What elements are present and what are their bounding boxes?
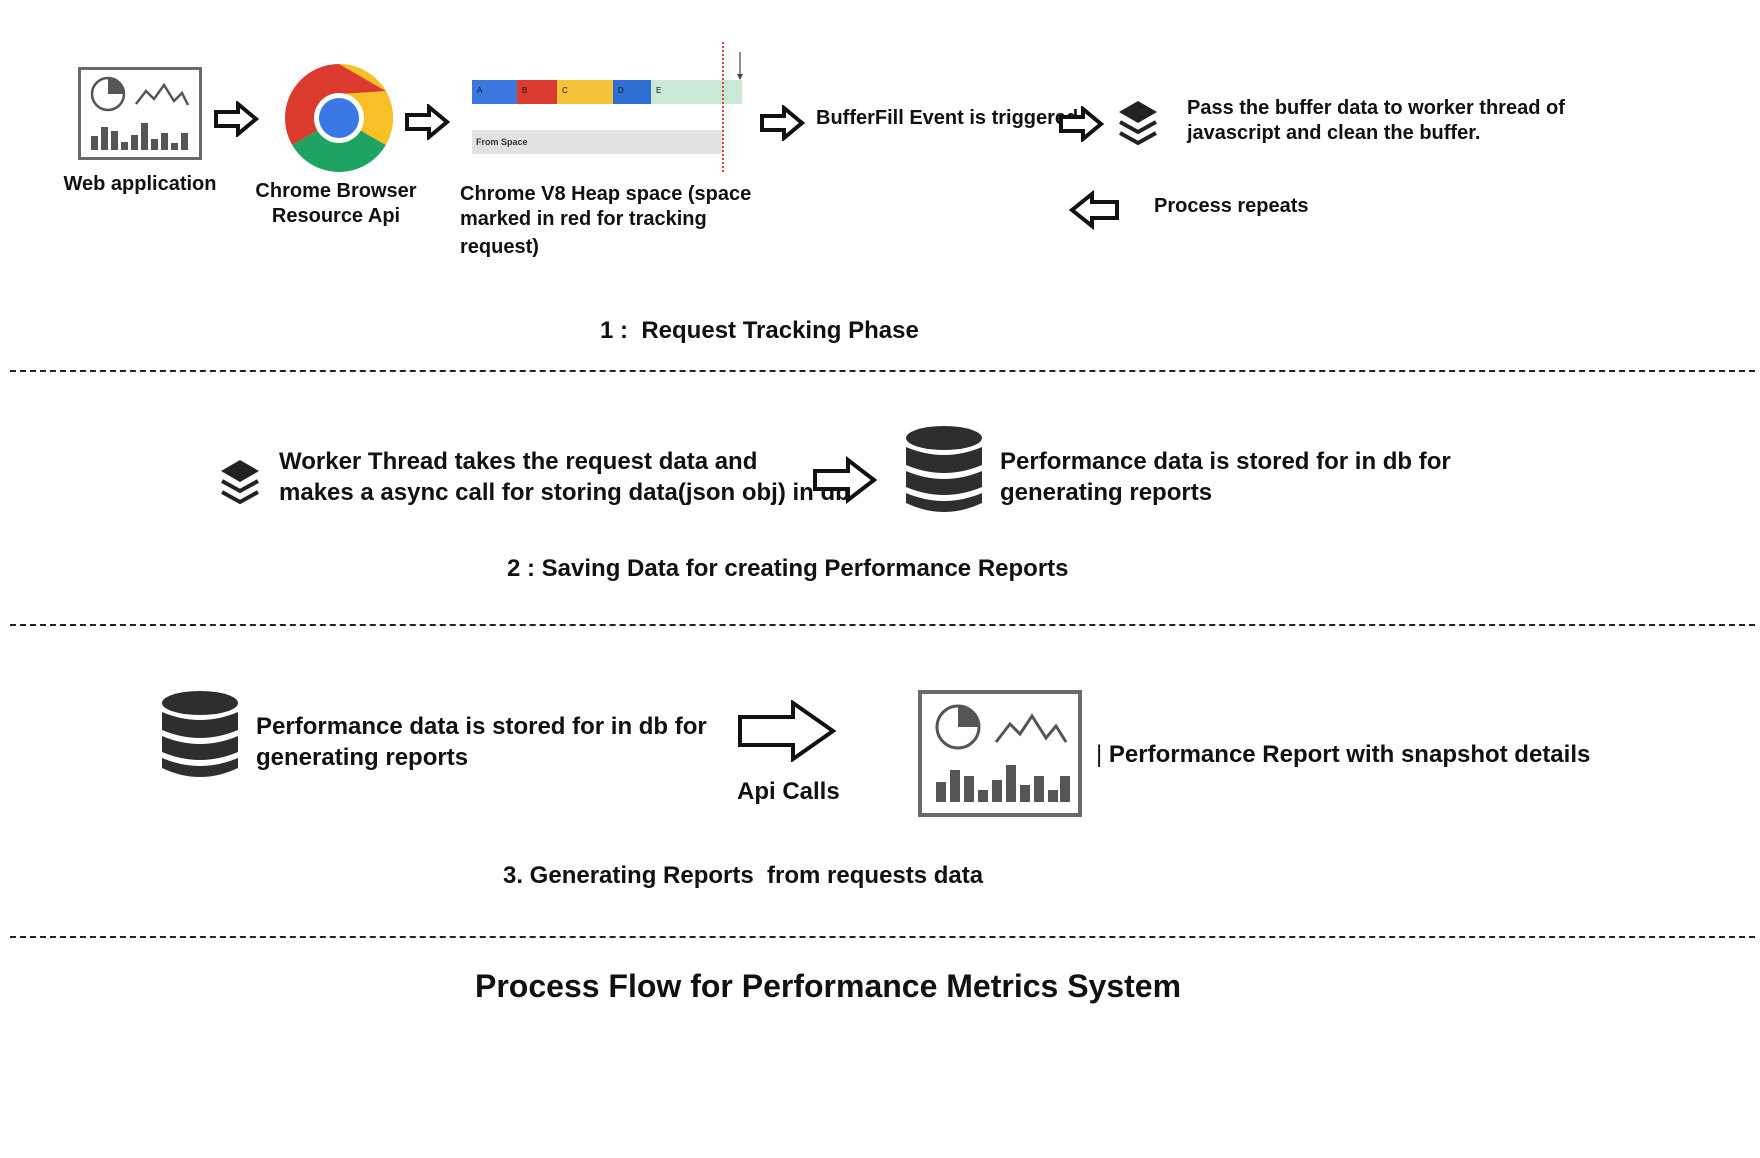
db-label-line-2: generating reports: [256, 744, 469, 771]
layers-icon: [1117, 100, 1159, 150]
diagram-title: Process Flow for Performance Metrics Sys…: [475, 968, 1182, 1004]
heap-segment-b-label: B: [522, 86, 528, 95]
heap-segment-a: A: [472, 80, 517, 104]
process-repeats-label: Process repeats: [1154, 195, 1309, 217]
chrome-label-line-2: Resource Api: [271, 205, 401, 227]
report-label: | Performance Report with snapshot detai…: [1096, 737, 1590, 772]
arrow-left-icon: [1068, 190, 1120, 230]
layers-icon: [219, 459, 261, 509]
arrow-right-icon: [213, 101, 259, 137]
api-arrow-right-icon: [737, 700, 837, 762]
chrome-label-line-1: Chrome Browser: [255, 180, 417, 202]
phase-2-title: 2 : Saving Data for creating Performance…: [507, 555, 1069, 582]
report-marker: |: [1096, 741, 1103, 768]
heap-segment-c-label: C: [562, 86, 568, 95]
heap-label-line-1: Chrome V8 Heap space (space: [460, 183, 752, 205]
db-label-line-1: Performance data is stored for in db for: [1000, 448, 1451, 475]
arrow-right-icon: [759, 105, 805, 141]
phase-divider-3: [10, 936, 1755, 938]
from-space-bar: From Space: [472, 130, 722, 154]
api-calls-label: Api Calls: [737, 778, 840, 805]
chrome-browser-label: Chrome Browser Resource Api: [245, 177, 427, 230]
phase-3-title: 3. Generating Reports from requests data: [503, 862, 984, 889]
tracking-down-arrow-icon: [735, 52, 745, 82]
db-stored-label: Performance data is stored for in db for…: [1000, 444, 1460, 510]
heap-segment-d: D: [613, 80, 651, 104]
worker-label-line-2: makes a async call for storing data(json…: [279, 479, 850, 506]
heap-segment-e: E: [651, 80, 742, 104]
heap-segment-d-label: D: [618, 86, 624, 95]
worker-thread-label: Worker Thread takes the request data and…: [279, 444, 850, 510]
web-application-dashboard-icon: [78, 67, 202, 160]
database-icon: [904, 425, 984, 515]
report-label-text: Performance Report with snapshot details: [1108, 741, 1591, 768]
db-stored-label: Performance data is stored for in db for…: [256, 709, 707, 775]
pass-buffer-line-2: javascript and clean the buffer.: [1187, 122, 1481, 144]
heap-space-bar: A B C D E: [472, 80, 742, 104]
web-application-label: Web application: [63, 173, 217, 195]
database-icon: [160, 690, 240, 780]
pass-buffer-line-1: Pass the buffer data to worker thread of: [1187, 97, 1565, 119]
phase-divider-2: [10, 624, 1755, 626]
phase-divider-1: [10, 370, 1755, 372]
heap-segment-a-label: A: [477, 86, 483, 95]
heap-segment-c: C: [557, 80, 613, 104]
chrome-logo-icon: [283, 62, 395, 174]
arrow-right-icon: [812, 456, 878, 504]
arrow-right-icon: [404, 104, 450, 140]
tracking-marker-line: [722, 42, 724, 172]
heap-space-label: Chrome V8 Heap space (space marked in re…: [460, 180, 780, 261]
worker-label-line-1: Worker Thread takes the request data and: [279, 448, 758, 475]
from-space-label: From Space: [476, 137, 528, 147]
pass-buffer-label: Pass the buffer data to worker thread of…: [1187, 94, 1565, 147]
buffer-fill-event-label: BufferFill Event is triggered: [816, 107, 1079, 129]
heap-segment-b: B: [517, 80, 557, 104]
phase-1-title: 1 : Request Tracking Phase: [600, 317, 919, 344]
db-label-line-2: generating reports: [1000, 479, 1213, 506]
heap-segment-e-label: E: [656, 86, 662, 95]
performance-report-dashboard-icon: [918, 690, 1082, 817]
db-label-line-1: Performance data is stored for in db for: [256, 713, 707, 740]
heap-label-line-2: marked in red for tracking request): [460, 208, 707, 258]
arrow-right-icon: [1058, 106, 1104, 142]
